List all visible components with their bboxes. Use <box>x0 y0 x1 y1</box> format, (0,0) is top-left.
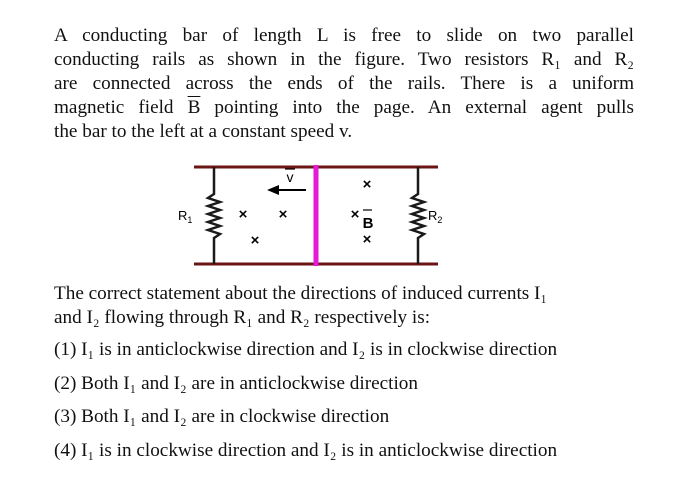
option-2[interactable]: (2) Both I₁ and I₂ are in anticlockwise … <box>54 372 418 394</box>
field-cross: × <box>251 232 260 249</box>
label-v: v <box>287 169 294 185</box>
answer-options: (1) I₁ is in anticlockwise direction and… <box>54 338 654 472</box>
velocity-arrow-head <box>267 185 279 195</box>
field-cross: × <box>363 176 372 193</box>
stem-line-5: the bar to the left at a constant speed … <box>54 121 353 142</box>
label-r2: R2 <box>428 208 442 225</box>
field-cross: × <box>363 231 372 248</box>
field-cross: × <box>279 206 288 223</box>
option-3[interactable]: (3) Both I₁ and I₂ are in clockwise dire… <box>54 406 390 427</box>
option-4[interactable]: (4) I₁ is in clockwise direction and I₂ … <box>54 439 558 461</box>
resistor-r2 <box>408 167 428 264</box>
label-r1: R1 <box>178 208 192 225</box>
stem-line-1: A conducting bar of length L is free to … <box>54 25 634 46</box>
question-line-1: The correct statement about the directio… <box>54 283 548 304</box>
vector-b-symbol: B <box>187 97 201 118</box>
circuit-diagram: v R1 R2 × × × × × × B <box>178 165 442 266</box>
option-1[interactable]: (1) I₁ is in anticlockwise direction and… <box>54 339 558 360</box>
question-line-2: and I₂ flowing through R₁ and R₂ respect… <box>54 307 431 328</box>
resistor-r1 <box>204 167 224 264</box>
stem-line-4: magnetic field B pointing into the page.… <box>54 97 634 118</box>
circuit-figure: v R1 R2 × × × × × × B <box>170 158 470 276</box>
field-cross: × <box>351 206 360 223</box>
problem-stem: A conducting bar of length L is free to … <box>54 24 634 144</box>
stem-line-3: are connected across the ends of the rai… <box>54 73 634 94</box>
stem-line-2: conducting rails as shown in the figure.… <box>54 49 634 70</box>
question-text: The correct statement about the directio… <box>54 282 644 330</box>
field-cross: × <box>239 206 248 223</box>
label-b: B <box>363 215 374 232</box>
